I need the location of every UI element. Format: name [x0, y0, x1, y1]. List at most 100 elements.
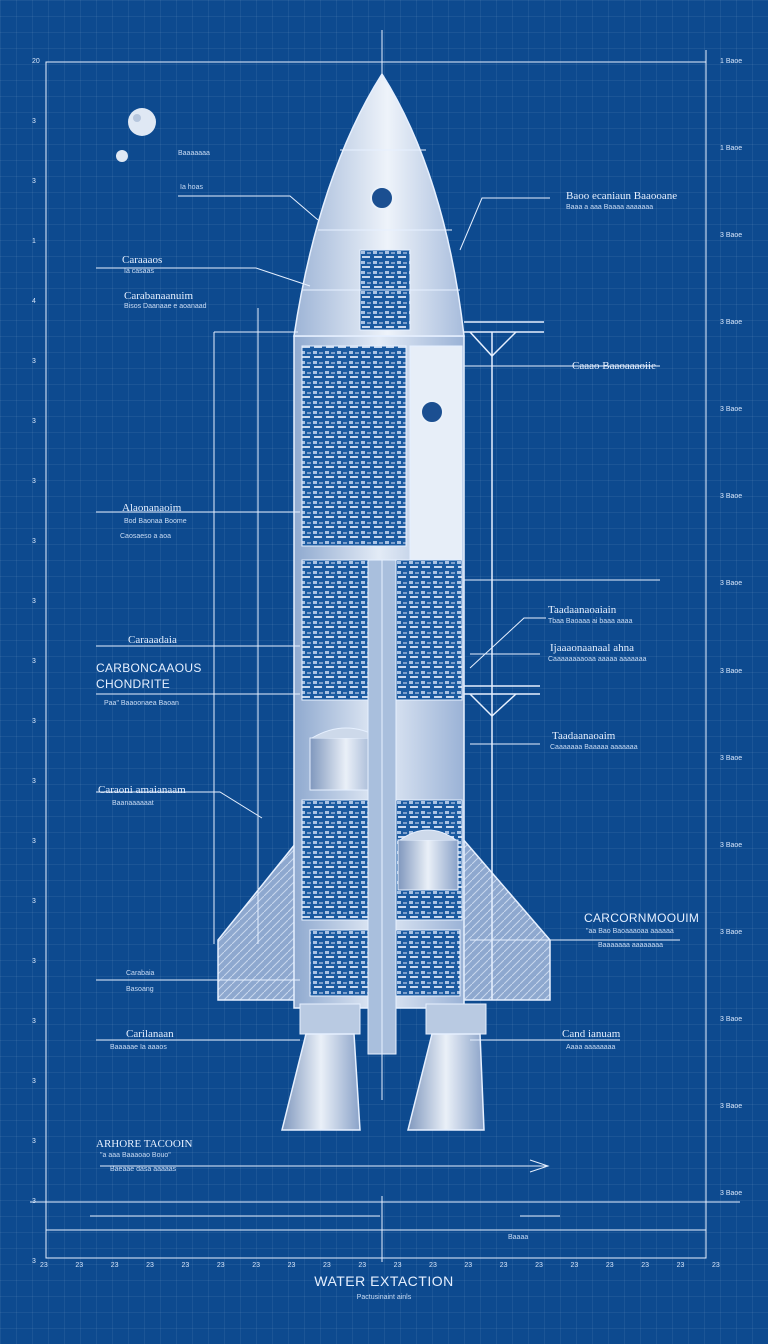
left-tick-label: 3 — [32, 538, 36, 545]
callout-chamber-sub: Bisos Daanaae e aoanaad — [124, 303, 207, 310]
callout-module-title: Alaonanaoim — [122, 502, 182, 514]
callout-harbor-sub: "a aaa Baaaoao Bouo" — [100, 1152, 171, 1159]
right-tick-label: 3 Baoe — [720, 928, 743, 936]
right-tick-label: 3 Baoe — [720, 406, 743, 414]
callout-nav-sub: Baaa a aaa Baaaa aaaaaaa — [566, 204, 654, 211]
left-tick-label: 3 — [32, 778, 36, 785]
callout-carbon-right-title: CARCORNMOOUIM — [584, 911, 700, 925]
right-tick-label: 1 Baoe — [720, 58, 743, 65]
left-tick-label: 3 — [32, 718, 36, 725]
bottom-tick-label: 23 — [181, 1262, 190, 1269]
right-tick-label: 3 Baoe — [720, 754, 743, 762]
leader-lines — [90, 195, 680, 1217]
callout-amine-sub: Baanaaaaaat — [112, 800, 154, 807]
bottom-tick-label: 23 — [535, 1262, 543, 1269]
tank-right — [397, 829, 459, 891]
bottom-tick-label: 23 — [358, 1262, 367, 1269]
bottom-tick-label: 23 — [110, 1262, 119, 1269]
left-tick-label: 3 — [32, 1078, 36, 1085]
right-fin — [461, 835, 551, 1001]
left-tick-label: 20 — [32, 58, 40, 65]
right-tick-label: 3 Baoe — [720, 841, 743, 849]
right-tick-label: 3 Baoe — [720, 493, 743, 501]
callout-amine-title: Caraoni amaianaam — [98, 784, 186, 796]
porthole-icon — [370, 186, 394, 210]
left-tick-label: 3 — [32, 1198, 36, 1205]
left-tick-label: 3 — [32, 898, 36, 905]
right-tick-label: 3 Baoe — [720, 319, 743, 327]
bottom-tick-label: 23 — [641, 1262, 650, 1269]
left-tick-label: 3 — [32, 118, 36, 125]
left-tick-label: 3 — [32, 958, 36, 965]
callout-carbon-title: Caraaadaia — [128, 634, 177, 646]
moon-small-icon — [116, 150, 128, 162]
callout-pump-title: Ijaaaonaanaal ahna — [550, 642, 634, 654]
bottom-tick-label: 23 — [712, 1262, 720, 1269]
right-tick-label: 3 Baoe — [720, 1190, 743, 1197]
bottom-tick-label: 23 — [499, 1262, 508, 1269]
callout-reservoir-title: Taadaanaoaim — [552, 730, 616, 742]
bottom-tick-label: 23 — [676, 1262, 685, 1269]
left-fin — [217, 835, 301, 1001]
callout-carbon-right-note: Baaaaaaa aaaaaaaa — [598, 942, 664, 949]
callout-engine-sub: Baaaaae Ia aaaos — [110, 1044, 167, 1051]
left-tick-label: 3 — [32, 1258, 36, 1265]
callout-thruster-sub: Aaaa aaaaaaaa — [566, 1044, 616, 1051]
left-tick-label: 3 — [32, 838, 36, 845]
left-tick-label: 3 — [32, 178, 36, 185]
bottom-tick-label: 23 — [146, 1262, 154, 1269]
bottom-tick-label: 23 — [287, 1262, 296, 1269]
callout-base-sub: Basoang — [126, 986, 154, 993]
engine-right — [407, 1003, 487, 1131]
drawing-title: WATER EXTACTION — [314, 1273, 454, 1289]
right-tick-label: 3 Baoe — [720, 1102, 743, 1110]
callout-harbor-title: ARHORE TACOOIN — [96, 1138, 193, 1150]
callout-chamber-title: Carabanaanuim — [124, 290, 194, 302]
callout-engine-title: Carilanaan — [126, 1028, 174, 1040]
drawing-subtitle: Pactusinaint ainls — [356, 1294, 412, 1301]
callout-module-note: Caosaeso a aoa — [120, 533, 171, 540]
callout-pump-sub: Caaaaaaaaoaa aaaaa aaaaaaa — [548, 656, 647, 663]
bottom-tick-label: 23 — [75, 1262, 84, 1269]
bottom-tick-label: 23 — [322, 1262, 331, 1269]
left-tick-label: 3 — [32, 598, 36, 605]
callout-cargo-sub: Ia casaas — [124, 268, 154, 275]
callout-crew-title: Caaao Baaoaaaoiie — [572, 360, 656, 372]
moon-caption: Baaaaaaa — [178, 150, 210, 157]
bottom-tick-label: 23 — [252, 1262, 260, 1269]
callout-module-sub: Bod Baonaa Boome — [124, 518, 187, 525]
callout-chondrite-title: CARBONCAAOUS — [96, 661, 202, 675]
right-tick-label: 1 Baoe — [720, 145, 743, 153]
left-tick-label: 3 — [32, 1018, 36, 1025]
left-tick-label: 3 — [32, 478, 36, 485]
bottom-tick-label: 23 — [570, 1262, 579, 1269]
bottom-tick-label: 23 — [393, 1262, 402, 1269]
callout-nav-title: Baoo ecaniaun Baaooane — [566, 190, 678, 202]
callout-chondrite-note: Paa" Baaoonaea Baoan — [104, 700, 179, 707]
bottom-tick-label: 23 — [40, 1262, 48, 1269]
callout-nose-title: Ia hoas — [180, 184, 203, 191]
right-tick-label: 3 Baoe — [720, 580, 743, 588]
moon-large-icon — [128, 108, 156, 136]
gantry — [464, 321, 544, 1000]
bottom-tick-label: 23 — [429, 1262, 437, 1269]
bottom-tick-label: 23 — [464, 1262, 473, 1269]
callout-carbon-right-sub: "aa Bao Baoaaaoaa aaaaaa — [586, 928, 674, 935]
left-tick-label: 3 — [32, 658, 36, 665]
right-tick-label: 3 Baoe — [720, 667, 743, 675]
engine-left — [281, 1003, 361, 1131]
bottom-caption: Baaaa — [508, 1234, 529, 1241]
right-tick-label: 3 Baoe — [720, 232, 743, 240]
left-tick-label: 4 — [32, 298, 36, 305]
right-tick-label: 3 Baoe — [720, 1015, 743, 1023]
drawing-frame — [30, 30, 740, 1262]
callout-base-title: Carabaia — [126, 970, 155, 977]
callout-thruster-title: Cand ianuam — [562, 1028, 621, 1040]
left-tick-label: 3 — [32, 418, 36, 425]
callout-chondrite-sub: CHONDRITE — [96, 677, 171, 691]
callout-tank-title: Taadaanaoaiain — [548, 604, 617, 616]
bottom-tick-label: 23 — [605, 1262, 614, 1269]
callout-cargo-title: Caraaaos — [122, 254, 163, 266]
